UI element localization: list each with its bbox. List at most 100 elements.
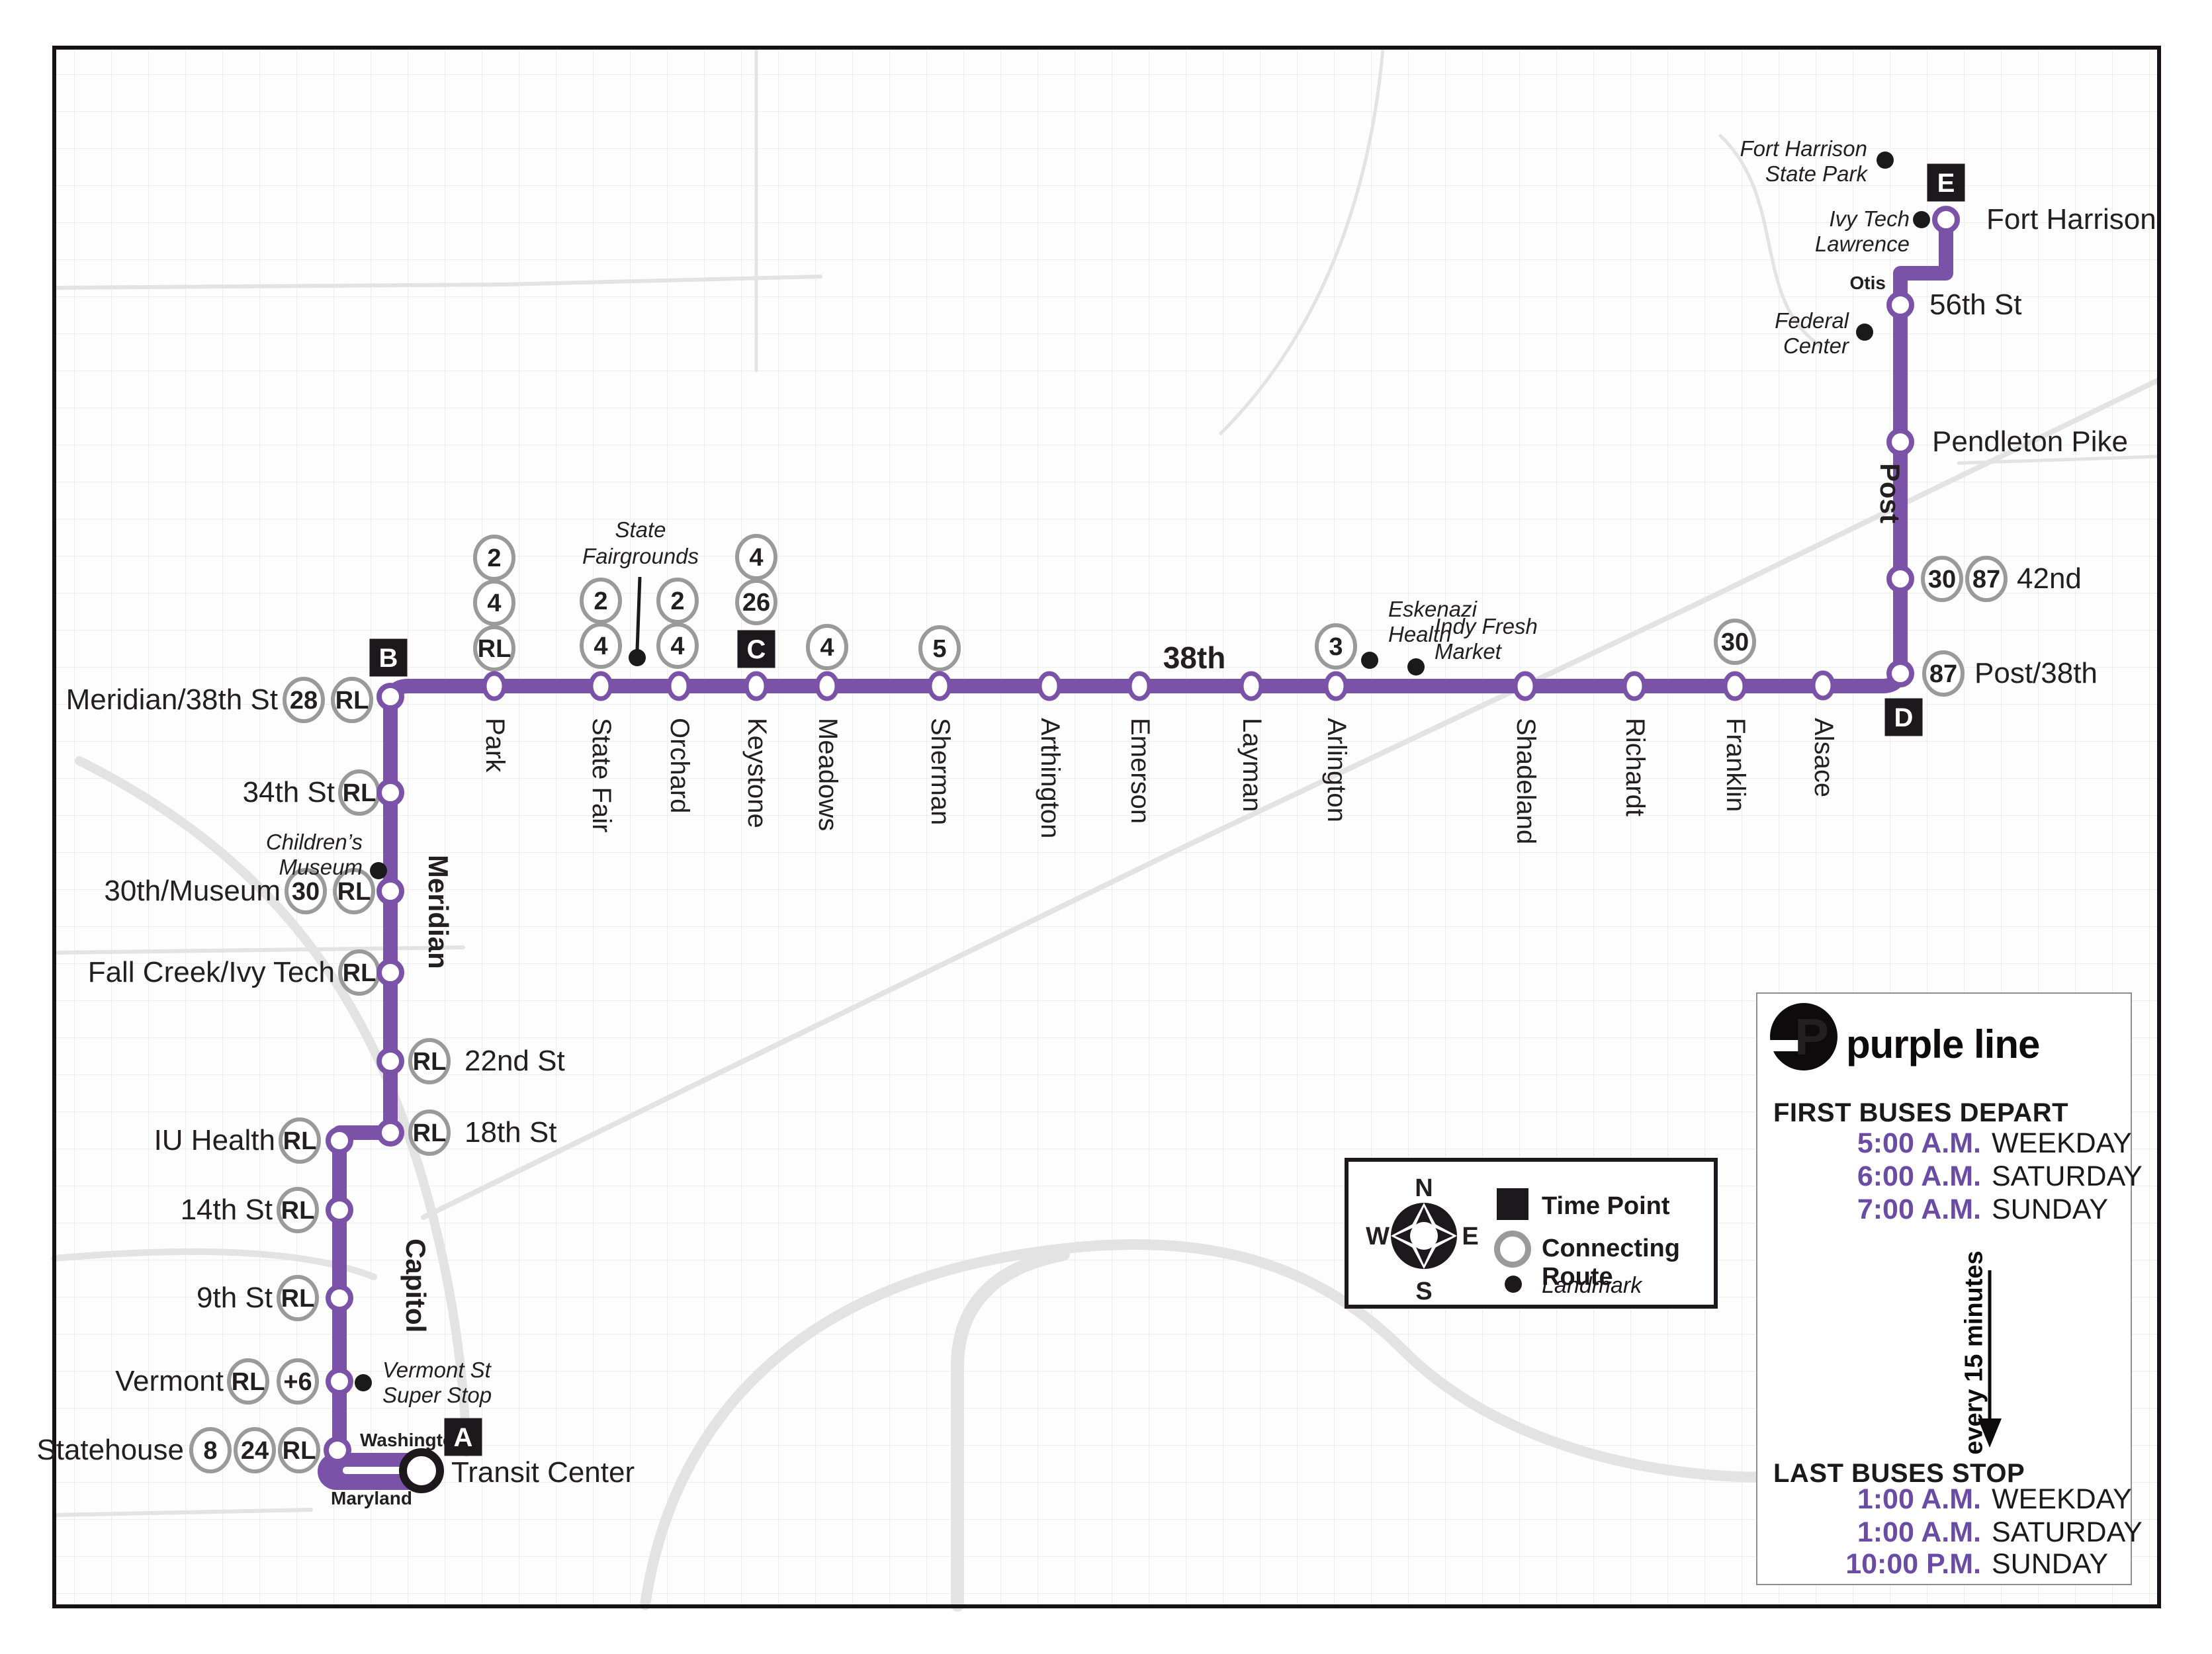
last-buses-header: LAST BUSES STOP — [1773, 1459, 2025, 1488]
stop-name-label: 34th St — [243, 776, 335, 808]
landmark-label: Super Stop — [382, 1383, 492, 1407]
stop-marker — [1722, 671, 1747, 701]
legend-connecting-route-label: Connecting Route — [1542, 1235, 1680, 1291]
schedule-day: SUNDAY — [1992, 1194, 2109, 1225]
stop-marker — [1037, 671, 1062, 701]
stop-name-label: 18th St — [465, 1116, 556, 1149]
landmark-label: Eskenazi — [1388, 597, 1478, 621]
landmark-dot — [1407, 658, 1425, 675]
stop-marker — [376, 959, 404, 986]
compass-icon: N S W E — [1366, 1174, 1479, 1303]
connecting-route-badge — [283, 677, 325, 723]
connecting-route-badge — [227, 1358, 269, 1405]
time-point-icon — [1497, 1188, 1528, 1220]
connecting-route-number: 87 — [1929, 660, 1957, 688]
stop-name-label: 30th/Museum — [104, 875, 281, 907]
connecting-route-badge — [1922, 650, 1965, 697]
map-border — [52, 46, 2161, 1608]
landmark-icon — [1505, 1276, 1522, 1293]
schedule-row: 1:00 A.M. WEEKDAY — [1757, 1483, 2132, 1516]
stop-marker — [666, 671, 691, 701]
stop-label: Emerson — [1126, 718, 1155, 824]
stop-name-label: Transit Center — [451, 1456, 635, 1489]
stop-marker — [326, 1127, 353, 1154]
schedule-day: WEEKDAY — [1992, 1483, 2132, 1515]
stop-name-label: Statehouse — [36, 1434, 184, 1466]
connecting-route-icon — [1494, 1231, 1531, 1268]
connecting-route-badge — [333, 868, 375, 914]
connecting-route-number: 24 — [241, 1437, 269, 1465]
legend-landmark-label: Landmark — [1542, 1273, 1642, 1298]
schedule-day: SATURDAY — [1992, 1516, 2143, 1548]
connecting-route-number: 30 — [292, 878, 320, 906]
stop-marker — [1886, 291, 1914, 319]
connecting-route-badge — [918, 625, 961, 672]
stop-name-label: Vermont — [115, 1365, 224, 1397]
street-label: Otis — [1850, 273, 1886, 293]
stop-marker — [1127, 671, 1152, 701]
landmark-dot — [629, 649, 646, 666]
stop-marker — [376, 1047, 404, 1075]
landmark-label: Vermont St — [382, 1358, 492, 1382]
time-point-letter: A — [454, 1423, 473, 1452]
decor-road — [1718, 134, 1822, 347]
landmark-dot — [1913, 211, 1930, 228]
decor-road — [52, 275, 822, 290]
connecting-route-badge — [473, 535, 515, 581]
connecting-route-number: RL — [281, 1285, 315, 1313]
time-point-e — [1927, 163, 1965, 202]
connecting-route-badge — [331, 677, 373, 723]
connecting-route-badge — [189, 1427, 232, 1473]
connecting-route-number: RL — [283, 1127, 317, 1155]
street-label: Maryland — [331, 1488, 412, 1508]
stop-marker — [376, 779, 404, 806]
landmark-leader-line — [635, 576, 642, 650]
connecting-route-badge — [279, 1117, 321, 1164]
schedule-row: 7:00 A.M. SUNDAY — [1757, 1194, 2131, 1227]
schedule-time: 1:00 A.M. — [1857, 1483, 1981, 1515]
stop-label: Layman — [1237, 718, 1266, 812]
connecting-route-number: RL — [413, 1048, 447, 1076]
legend-box: N S W E Time Point Connecting Route Land… — [1345, 1158, 1718, 1309]
landmark-label: State Park — [1765, 161, 1869, 186]
connecting-route-number: 28 — [290, 687, 318, 715]
time-point-letter: C — [747, 635, 766, 664]
landmark-dot — [355, 1374, 372, 1391]
compass-n: N — [1415, 1174, 1433, 1202]
landmark-label: Lawrence — [1815, 232, 1910, 256]
stop-name-label: IU Health — [154, 1124, 275, 1156]
stop-marker — [927, 671, 952, 701]
stop-marker — [815, 671, 840, 701]
connecting-route-number: 2 — [670, 588, 684, 615]
landmark-label: Health — [1388, 622, 1451, 646]
schedule-time: 6:00 A.M. — [1857, 1160, 1981, 1192]
stop-name-label: 22nd St — [465, 1045, 565, 1077]
schedule-time: 7:00 A.M. — [1857, 1194, 1981, 1225]
time-point-c — [737, 630, 775, 668]
stop-marker — [324, 1436, 351, 1464]
landmark-label: State — [615, 517, 666, 542]
street-label: Capitol — [400, 1239, 431, 1332]
stop-marker — [1886, 660, 1914, 687]
stop-marker — [482, 671, 507, 701]
connecting-route-badge — [277, 1275, 319, 1321]
stop-label: Arthington — [1036, 718, 1065, 838]
schedule-time: 5:00 A.M. — [1857, 1127, 1981, 1159]
connecting-route-number: RL — [335, 687, 369, 715]
connecting-route-badge — [656, 578, 699, 624]
decor-road — [421, 378, 2160, 1220]
stop-marker — [1932, 206, 1960, 234]
connecting-route-badge — [735, 534, 777, 580]
connecting-route-number: 2 — [594, 588, 607, 615]
stop-label: Alsace — [1809, 718, 1838, 797]
landmark-label: Fort Harrison — [1740, 136, 1867, 161]
schedule-row: 1:00 A.M. SATURDAY — [1757, 1516, 2143, 1549]
stop-marker — [1239, 671, 1264, 701]
schedule-time: 1:00 A.M. — [1857, 1516, 1981, 1548]
decor-road — [951, 1248, 1070, 1612]
landmark-dot — [1361, 652, 1378, 669]
connecting-route-number: 87 — [1972, 566, 2000, 593]
stop-name-label: Pendleton Pike — [1932, 425, 2128, 458]
connecting-route-number: RL — [478, 635, 511, 663]
